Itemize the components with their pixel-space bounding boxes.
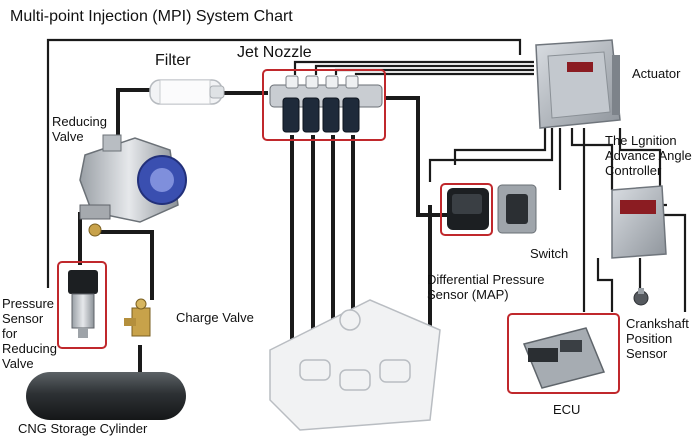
label-filter: Filter xyxy=(155,52,191,69)
label-charge-valve: Charge Valve xyxy=(176,310,254,325)
pressure-sensor-highlight-box xyxy=(57,261,107,349)
charge-valve-component xyxy=(124,298,151,337)
label-map-sensor: Differential Pressure Sensor (MAP) xyxy=(427,272,545,302)
label-ecu: ECU xyxy=(553,402,581,417)
label-reducing-valve: Reducing Valve xyxy=(52,114,107,144)
signal-wires xyxy=(46,38,687,312)
map-sensor-highlight-box xyxy=(440,183,493,236)
label-jet-nozzle: Jet Nozzle xyxy=(237,44,312,61)
cng-tank xyxy=(26,372,186,420)
nozzle-highlight-box xyxy=(262,69,386,141)
crankshaft-sensor-component xyxy=(633,288,649,306)
ecu-highlight-box xyxy=(507,313,620,394)
gas-line-filter-to-valve xyxy=(116,88,150,140)
ignition-controller-component xyxy=(611,185,667,259)
chart-title: Multi-point Injection (MPI) System Chart xyxy=(10,8,293,25)
reducing-valve-component xyxy=(79,134,187,237)
label-cng-cylinder: CNG Storage Cylinder xyxy=(18,421,148,436)
ecu-component xyxy=(522,327,606,389)
label-pressure-sensor: Pressure Sensor for Reducing Valve xyxy=(2,296,57,371)
pressure-sensor-component xyxy=(68,270,98,338)
label-crankshaft-sensor: Crankshaft Position Sensor xyxy=(626,316,689,361)
switch-component xyxy=(447,184,537,234)
intake-manifold-component xyxy=(269,299,441,431)
gas-line-valve-to-charge xyxy=(100,230,154,300)
actuator-component xyxy=(535,39,621,129)
label-ignition-controller: The Lgnition Advance Angle Controller xyxy=(605,133,692,178)
label-switch: Switch xyxy=(530,246,569,261)
label-actuator: Actuator xyxy=(632,66,681,81)
hose-nozzle-to-map xyxy=(384,96,447,217)
jet-nozzle-rail xyxy=(269,75,383,133)
filter-component xyxy=(149,79,225,105)
